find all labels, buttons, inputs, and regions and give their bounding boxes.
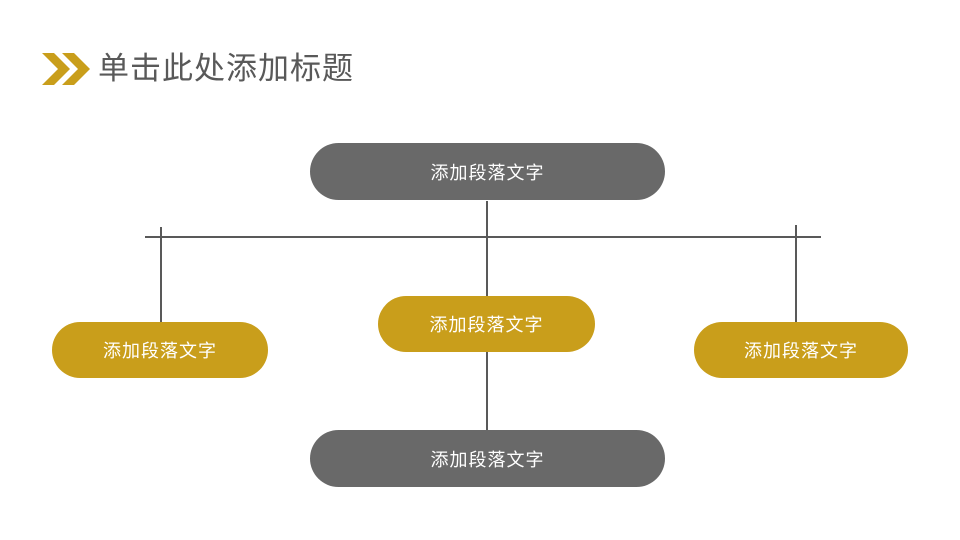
slide-header: 单击此处添加标题: [42, 51, 354, 86]
title-placeholder[interactable]: 单击此处添加标题: [98, 51, 354, 86]
node-branch-right[interactable]: 添加段落文字: [694, 322, 908, 378]
node-top[interactable]: 添加段落文字: [310, 143, 665, 200]
double-chevron-icon: [42, 53, 90, 86]
node-branch-left[interactable]: 添加段落文字: [52, 322, 268, 378]
node-branch-middle[interactable]: 添加段落文字: [378, 296, 595, 352]
connector-horizontal-rail: [145, 236, 821, 238]
node-label: 添加段落文字: [744, 341, 858, 361]
connector-rail-to-left: [160, 227, 162, 322]
node-label: 添加段落文字: [430, 449, 545, 470]
node-label: 添加段落文字: [103, 341, 217, 361]
node-bottom[interactable]: 添加段落文字: [310, 430, 665, 487]
connector-rail-to-right: [795, 225, 797, 322]
connector-middle-to-bottom: [486, 352, 488, 430]
connector-top-to-rail: [486, 201, 488, 296]
node-label: 添加段落文字: [429, 315, 544, 335]
node-label: 添加段落文字: [430, 162, 545, 183]
